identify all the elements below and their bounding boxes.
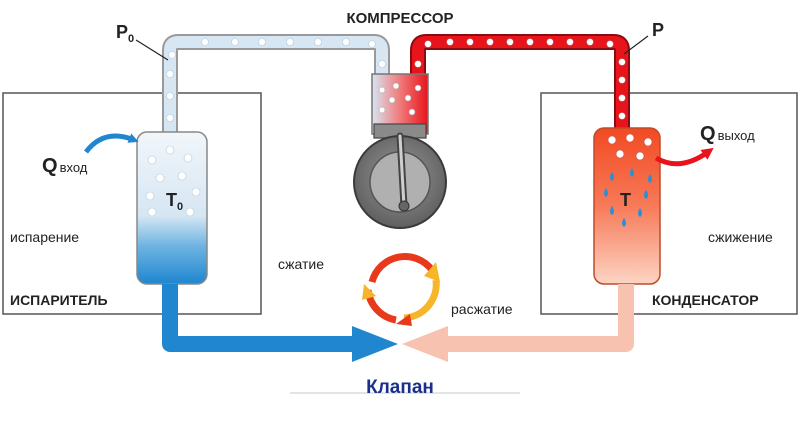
evaporator-bubbles — [145, 145, 201, 217]
compressor-label: КОМПРЕССОР — [346, 10, 453, 27]
t0-label: T0 — [166, 190, 183, 213]
discharge-pipe — [410, 34, 630, 132]
suction-pipe-fill — [164, 36, 388, 142]
valve-label: Клапан — [366, 377, 434, 398]
expansion-label: расжатие — [451, 301, 513, 317]
valve-arrow-left — [352, 326, 398, 362]
compression-label: сжатие — [278, 256, 324, 272]
cylinder-bubbles — [378, 82, 422, 116]
warm-return-pipe — [440, 284, 634, 352]
valve-arrow-right — [402, 326, 448, 362]
p0-pointer — [135, 39, 169, 61]
suction-bubbles — [166, 38, 386, 122]
discharge-bubbles — [414, 38, 626, 120]
cold-return-pipe — [162, 284, 360, 352]
condensate-droplets — [604, 168, 652, 227]
heat-in-arrow — [84, 133, 139, 154]
crank-pin — [398, 200, 410, 212]
p-pointer — [623, 35, 649, 55]
condensation-label: сжижение — [708, 229, 773, 245]
cycle-arc-right — [403, 279, 440, 322]
evaporation-label: испарение — [10, 229, 79, 245]
heat-out-arrow — [654, 147, 714, 167]
condenser-label: КОНДЕНСАТОР — [652, 292, 759, 308]
suction-pipe — [162, 34, 390, 142]
evaporator-label: ИСПАРИТЕЛЬ — [10, 292, 108, 308]
p-label: P — [652, 20, 664, 40]
condenser-bubbles — [607, 133, 653, 161]
t-label: T — [620, 190, 631, 210]
discharge-pipe-fill — [412, 36, 628, 132]
evaporator-frame — [2, 92, 262, 315]
cycle-arc-top — [368, 253, 435, 284]
condenser-frame — [540, 92, 798, 315]
p0-label: P0 — [116, 22, 134, 45]
